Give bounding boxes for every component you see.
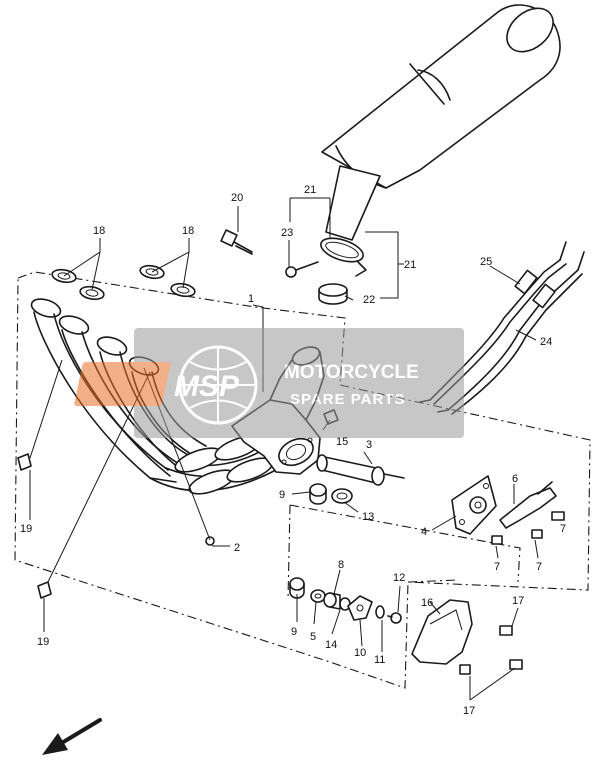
callout-9-upper: 9 [279, 489, 285, 501]
callout-7a: 7 [494, 561, 500, 573]
callout-14: 14 [325, 639, 337, 651]
callout-22: 22 [363, 294, 375, 306]
callout-7b: 7 [536, 561, 542, 573]
watermark-line2: SPARE PARTS [290, 391, 405, 408]
callout-10: 10 [354, 647, 366, 659]
callout-17a: 17 [512, 595, 524, 607]
screw-part-2 [205, 536, 215, 546]
callout-1: 1 [248, 293, 254, 305]
callout-21a: 21 [304, 184, 316, 196]
bracket-part-4 [451, 475, 497, 535]
cable-guide-part-6 [499, 481, 557, 529]
callout-7c: 7 [560, 523, 566, 535]
shaft-part-3 [316, 454, 405, 486]
muffler-clamp [320, 237, 367, 277]
callout-21b: 21 [404, 259, 416, 271]
callout-25: 25 [480, 256, 492, 268]
bushing-part-9-lower [289, 577, 305, 599]
leader-lines [29, 197, 539, 701]
clamp-bolt [285, 261, 319, 278]
callout-23: 23 [281, 227, 293, 239]
callout-16: 16 [421, 597, 433, 609]
washer-part-11 [375, 605, 385, 619]
bolt-part-19-upper [17, 453, 32, 471]
muffler-gasket [318, 283, 348, 305]
watermark-brand: MSP [174, 370, 240, 403]
collar-part-13 [331, 488, 353, 504]
exhaust-gasket-set-left [51, 268, 105, 301]
callout-19b: 19 [37, 636, 49, 648]
bolt-set-part-7 [491, 511, 565, 545]
pulley-cover-part-16 [411, 599, 473, 665]
bolt-part-12 [387, 612, 402, 624]
muffler-silencer [321, 4, 561, 241]
callout-8: 8 [338, 559, 344, 571]
callout-24: 24 [540, 336, 552, 348]
bolt-set-part-17 [459, 625, 523, 675]
callout-17b: 17 [463, 705, 475, 717]
bushing-part-9-upper [309, 483, 327, 505]
callout-11: 11 [374, 654, 385, 666]
watermark-line1: MOTORCYCLE [284, 362, 419, 383]
callout-20: 20 [231, 192, 243, 204]
callout-19a: 19 [20, 523, 32, 535]
exhaust-valve-cables [419, 241, 585, 415]
bolt-part-19-lower [37, 581, 52, 599]
front-arrow-icon [42, 718, 102, 755]
washer-part-5 [310, 589, 326, 603]
spacer-part-8 [323, 592, 341, 610]
callout-15: 15 [336, 436, 348, 448]
callout-13: 13 [362, 511, 374, 523]
msp-watermark: MSP MOTORCYCLE SPARE PARTS [74, 328, 464, 438]
callout-18a: 18 [93, 225, 105, 237]
callout-18b: 18 [182, 225, 194, 237]
callout-9-lower: 9 [291, 626, 297, 638]
callout-5: 5 [310, 631, 316, 643]
callout-labels: 1 2 3 4 5 6 7 7 7 8 9 9 10 11 12 13 14 1… [20, 184, 566, 717]
pulley-part-10 [347, 595, 373, 621]
callout-6: 6 [512, 473, 518, 485]
callout-2: 2 [234, 542, 240, 554]
callout-4: 4 [421, 526, 427, 538]
callout-12: 12 [393, 572, 405, 584]
callout-3: 3 [366, 439, 372, 451]
assembly-boundary-lines [14, 271, 591, 689]
bolt-part-20 [220, 229, 253, 255]
